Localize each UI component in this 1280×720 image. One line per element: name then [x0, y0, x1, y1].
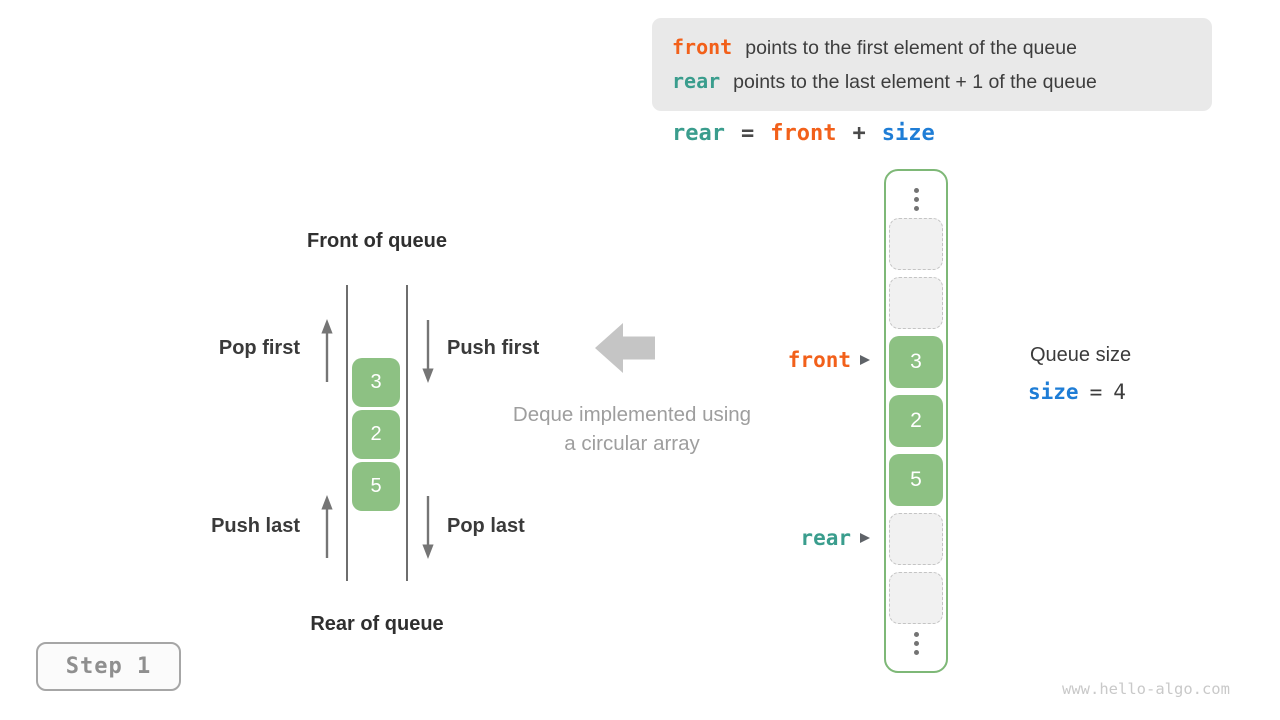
array-cell-value: 3 — [889, 336, 943, 388]
array-cell-empty — [889, 277, 943, 329]
formula-front: front — [770, 121, 837, 146]
front-description: points to the first element of the queue — [745, 37, 1077, 59]
left-block-arrow-icon — [595, 323, 655, 373]
formula-size: size — [881, 121, 935, 146]
formula-rear: rear — [672, 121, 725, 146]
size-variable: size — [1028, 380, 1079, 404]
array-cell-empty — [889, 572, 943, 624]
queue-size-title: Queue size — [1030, 344, 1132, 366]
push-first-label: Push first — [447, 337, 540, 359]
deque-item: 5 — [352, 462, 400, 511]
right-arrow-icon — [860, 355, 870, 365]
deque-item: 2 — [352, 410, 400, 459]
rear-description: points to the last element + 1 of the qu… — [733, 71, 1097, 93]
array-cell-empty — [889, 513, 943, 565]
down-arrow-icon — [422, 496, 434, 559]
array-cell-empty — [889, 218, 943, 270]
diagram-caption: Deque implemented using a circular array — [482, 400, 782, 458]
step-badge: Step 1 — [36, 642, 181, 691]
caption-line2: a circular array — [564, 432, 700, 455]
ellipsis-icon — [913, 187, 919, 211]
legend-line-front: front points to the first element of the… — [672, 35, 1212, 60]
legend-box: front points to the first element of the… — [652, 18, 1212, 111]
size-equals: = — [1089, 380, 1103, 404]
array-cell-value: 2 — [889, 395, 943, 447]
rear-of-queue-label: Rear of queue — [310, 613, 444, 635]
right-arrow-icon — [860, 533, 870, 543]
channel-right-line — [406, 285, 408, 581]
rear-pointer-label: rear — [800, 526, 851, 550]
array-cell-value: 5 — [889, 454, 943, 506]
up-arrow-icon — [321, 319, 333, 382]
pop-first-label: Pop first — [218, 337, 300, 359]
circular-array: 3 2 5 — [884, 169, 948, 673]
front-keyword: front — [672, 35, 733, 59]
front-pointer-label: front — [787, 348, 851, 372]
formula-plus: + — [852, 121, 866, 146]
watermark: www.hello-algo.com — [1062, 680, 1230, 698]
legend-line-rear: rear points to the last element + 1 of t… — [672, 69, 1212, 94]
front-of-queue-label: Front of queue — [307, 230, 447, 252]
push-last-label: Push last — [211, 515, 300, 537]
queue-size-equation: size = 4 — [1028, 380, 1126, 404]
down-arrow-icon — [422, 320, 434, 383]
formula: rear = front + size — [672, 121, 935, 146]
rear-keyword: rear — [672, 69, 721, 93]
deque-item: 3 — [352, 358, 400, 407]
size-value: 4 — [1113, 380, 1126, 404]
ellipsis-icon — [913, 631, 919, 655]
formula-equals: = — [740, 121, 755, 146]
front-pointer: front — [730, 348, 870, 372]
up-arrow-icon — [321, 495, 333, 558]
rear-pointer: rear — [730, 526, 870, 550]
channel-left-line — [346, 285, 348, 581]
caption-line1: Deque implemented using — [512, 403, 752, 426]
pop-last-label: Pop last — [447, 515, 525, 537]
